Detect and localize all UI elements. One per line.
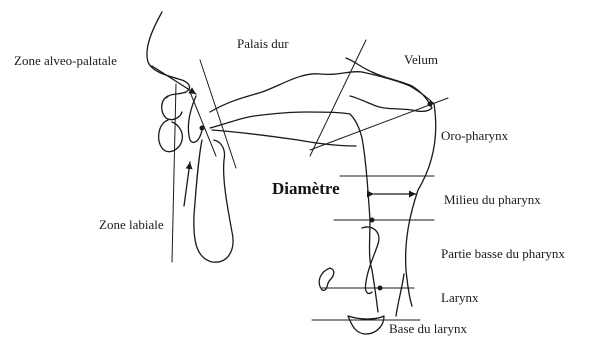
- zone-labiale-arrow: [184, 162, 190, 206]
- label-velum: Velum: [404, 52, 438, 67]
- label-zone-alveo-palatale: Zone alveo-palatale: [14, 53, 117, 68]
- label-palais-dur: Palais dur: [237, 36, 289, 51]
- lower-lip: [159, 120, 183, 152]
- pharynx-back-wall: [406, 104, 436, 306]
- alveolar-point: [200, 126, 205, 131]
- incisors: [188, 96, 202, 142]
- lip-axis-line: [172, 84, 176, 262]
- lower-jaw: [194, 140, 233, 262]
- label-zone-labiale: Zone labiale: [99, 217, 164, 232]
- velum-point: [428, 102, 433, 107]
- label-partie-basse-du-pharynx: Partie basse du pharynx: [441, 246, 565, 261]
- zone-alveo-palatale-arrow: [152, 66, 196, 94]
- upper-lip: [162, 96, 182, 120]
- label-milieu-du-pharynx: Milieu du pharynx: [444, 192, 541, 207]
- hyoid-bone: [319, 268, 334, 290]
- label-oro-pharynx: Oro-pharynx: [441, 128, 509, 143]
- larynx-point: [378, 286, 383, 291]
- oro-pharynx-measure-line: [310, 98, 448, 150]
- pharynx-front-wall: [362, 138, 372, 270]
- larynx-tube: [372, 270, 404, 316]
- tongue-dorsum: [210, 112, 362, 138]
- alveolar-axis-line: [200, 60, 236, 168]
- label-diametre: Diamètre: [272, 179, 340, 198]
- palatal-axis-line: [190, 92, 216, 156]
- tongue-surface: [212, 130, 356, 146]
- label-base-du-larynx: Base du larynx: [389, 321, 467, 336]
- palate-outline: [210, 72, 434, 112]
- pharynx-point: [370, 218, 375, 223]
- larynx-base-shape: [348, 316, 384, 334]
- label-larynx: Larynx: [441, 290, 479, 305]
